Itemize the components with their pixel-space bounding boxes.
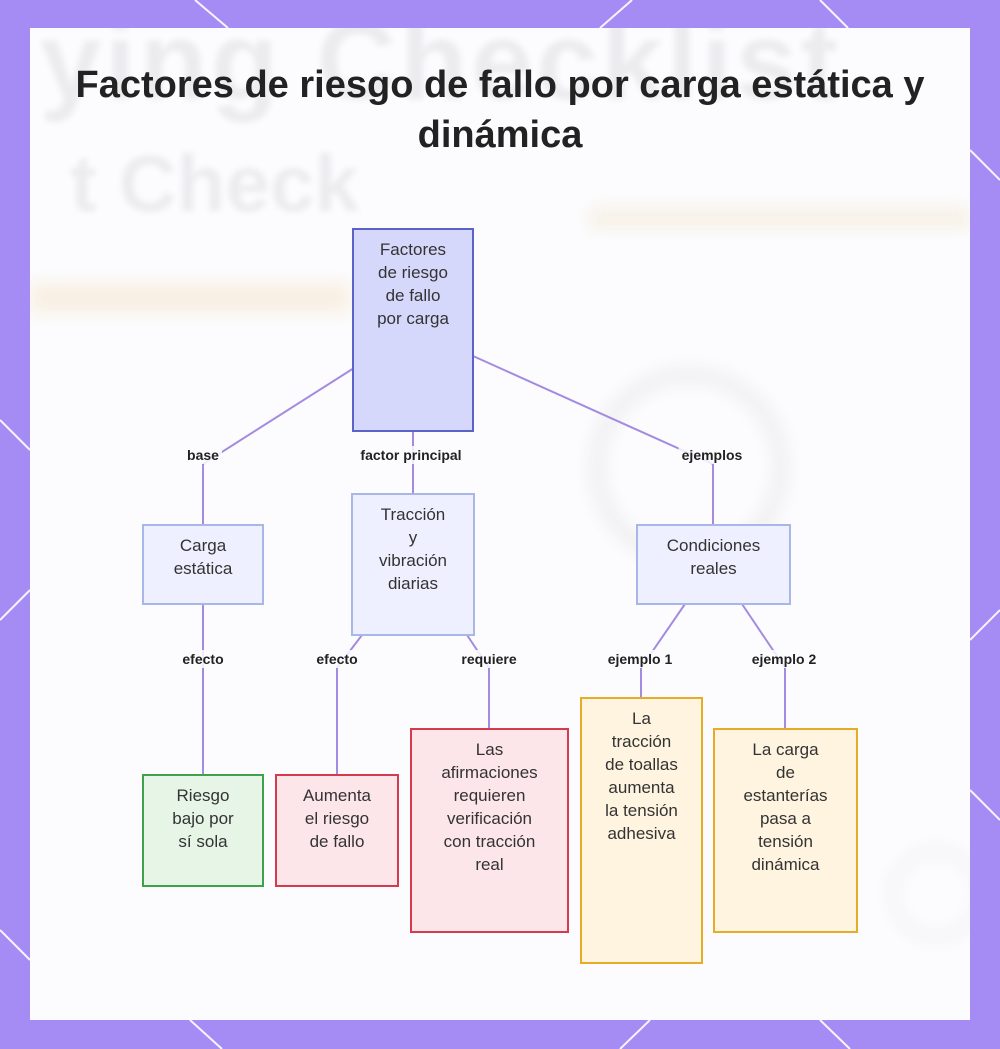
edge-conditions-towel bbox=[640, 603, 686, 698]
node-verificacion: Las afirmaciones requieren verificación … bbox=[410, 728, 569, 933]
edge-label-base: base bbox=[184, 446, 222, 464]
edge-label-efecto-static: efecto bbox=[179, 650, 227, 668]
background-blur-band bbox=[30, 283, 350, 313]
node-traccion-toallas: La tracción de toallas aumenta la tensió… bbox=[580, 697, 703, 964]
node-condiciones-reales: Condiciones reales bbox=[636, 524, 791, 605]
node-carga-estatica: Carga estática bbox=[142, 524, 264, 605]
background-blur-circle-2 bbox=[890, 848, 970, 940]
node-riesgo-bajo: Riesgo bajo por sí sola bbox=[142, 774, 264, 887]
edge-conditions-shelf bbox=[741, 603, 786, 729]
edge-label-ejemplos: ejemplos bbox=[678, 446, 746, 464]
edge-label-ejemplo-1: ejemplo 1 bbox=[604, 650, 676, 668]
edge-label-requiere: requiere bbox=[458, 650, 520, 668]
node-aumenta-riesgo: Aumenta el riesgo de fallo bbox=[275, 774, 399, 887]
node-traccion-vibracion-label: Tracción y vibración diarias bbox=[378, 505, 448, 593]
edge-label-ejemplo-2: ejemplo 2 bbox=[748, 650, 820, 668]
node-carga-estanterias: La carga de estanterías pasa a tensión d… bbox=[713, 728, 858, 933]
node-carga-estanterias-label: La carga de estanterías pasa a tensión d… bbox=[743, 740, 828, 874]
node-verificacion-label: Las afirmaciones requieren verificación … bbox=[441, 740, 538, 874]
background-watermark-text-2: t Check bbox=[70, 139, 359, 228]
node-condiciones-reales-label: Condiciones reales bbox=[666, 536, 761, 578]
background-blur-band-2 bbox=[590, 208, 970, 228]
edge-traction-verification bbox=[466, 634, 490, 729]
edge-root-conditions bbox=[472, 355, 714, 525]
edge-label-efecto-traction: efecto bbox=[313, 650, 361, 668]
node-traccion-toallas-label: La tracción de toallas aumenta la tensió… bbox=[605, 709, 678, 843]
node-carga-estatica-label: Carga estática bbox=[173, 536, 233, 578]
edge-root-static bbox=[202, 367, 355, 525]
background-watermark-text: ying Checklist bbox=[40, 28, 842, 123]
node-traccion-vibracion: Tracción y vibración diarias bbox=[351, 493, 475, 636]
edge-traction-raises bbox=[336, 634, 363, 775]
diagram-title: Factores de riesgo de fallo por carga es… bbox=[75, 64, 925, 156]
node-factores-riesgo: Factores de riesgo de fallo por carga bbox=[352, 228, 474, 432]
edge-label-factor-principal: factor principal bbox=[357, 446, 465, 464]
node-factores-riesgo-label: Factores de riesgo de fallo por carga bbox=[377, 240, 449, 328]
node-aumenta-riesgo-label: Aumenta el riesgo de fallo bbox=[302, 786, 372, 851]
node-riesgo-bajo-label: Riesgo bajo por sí sola bbox=[172, 786, 234, 851]
